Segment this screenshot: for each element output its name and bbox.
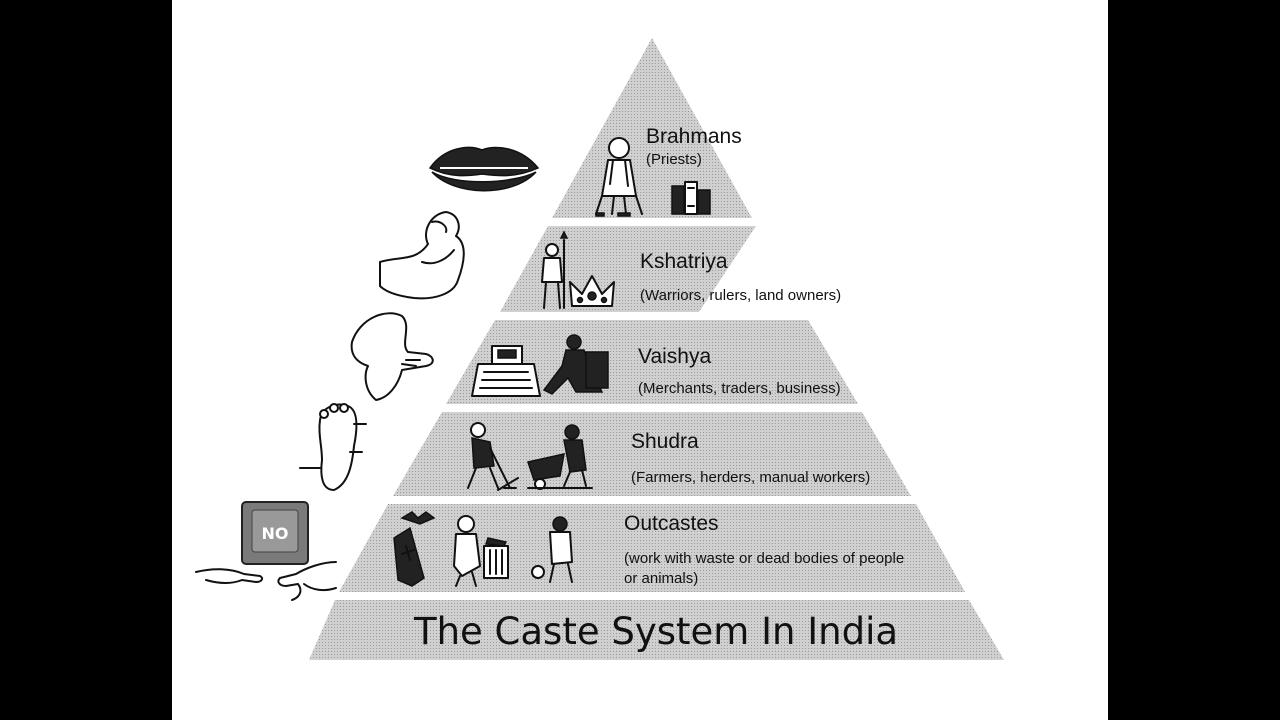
books-icon bbox=[671, 181, 711, 215]
tier-kshatriya-description: (Warriors, rulers, land owners) bbox=[640, 287, 841, 304]
arm-icon bbox=[379, 211, 465, 300]
tier-shudra-name: Shudra bbox=[631, 430, 699, 453]
tier-outcastes-name: Outcastes bbox=[624, 512, 719, 535]
thigh-icon bbox=[350, 312, 434, 401]
farmer-icon bbox=[467, 422, 519, 491]
coffin-bat-icon bbox=[393, 511, 436, 587]
tier-outcastes-description-line-2: or animals) bbox=[624, 570, 698, 587]
tier-shudra-description: (Farmers, herders, manual workers) bbox=[631, 469, 870, 486]
cash-register-icon bbox=[471, 345, 541, 397]
lips-icon bbox=[428, 146, 540, 192]
tier-kshatriya-name: Kshatriya bbox=[640, 250, 728, 273]
diagram-title: The Caste System In India bbox=[413, 610, 898, 653]
no-key-label: NO bbox=[262, 524, 289, 543]
foot-icon bbox=[299, 403, 367, 491]
tier-vaishya-name: Vaishya bbox=[638, 345, 711, 368]
reaching-hands-icon bbox=[195, 561, 337, 601]
page: Brahmans (Priests) Kshatriya (Warriors, … bbox=[172, 0, 1108, 720]
tier-shudra-band bbox=[393, 412, 911, 496]
trash-collector-icon bbox=[453, 515, 509, 587]
priest-icon bbox=[595, 137, 643, 217]
miner-icon bbox=[531, 516, 573, 583]
crown-icon bbox=[569, 275, 615, 307]
tier-brahmans-band bbox=[552, 38, 752, 218]
tier-outcastes-description-line-1: (work with waste or dead bodies of peopl… bbox=[624, 550, 904, 567]
tier-brahmans-description: (Priests) bbox=[646, 151, 702, 168]
businessman-icon bbox=[542, 334, 609, 395]
tier-brahmans-name: Brahmans bbox=[646, 125, 742, 148]
laborer-wheelbarrow-icon bbox=[527, 424, 593, 490]
tier-vaishya-description: (Merchants, traders, business) bbox=[638, 380, 841, 397]
title-band bbox=[309, 600, 1004, 660]
warrior-icon bbox=[541, 230, 569, 309]
no-key-icon: NO bbox=[241, 501, 309, 565]
caste-pyramid-diagram: Brahmans (Priests) Kshatriya (Warriors, … bbox=[195, 38, 1004, 660]
